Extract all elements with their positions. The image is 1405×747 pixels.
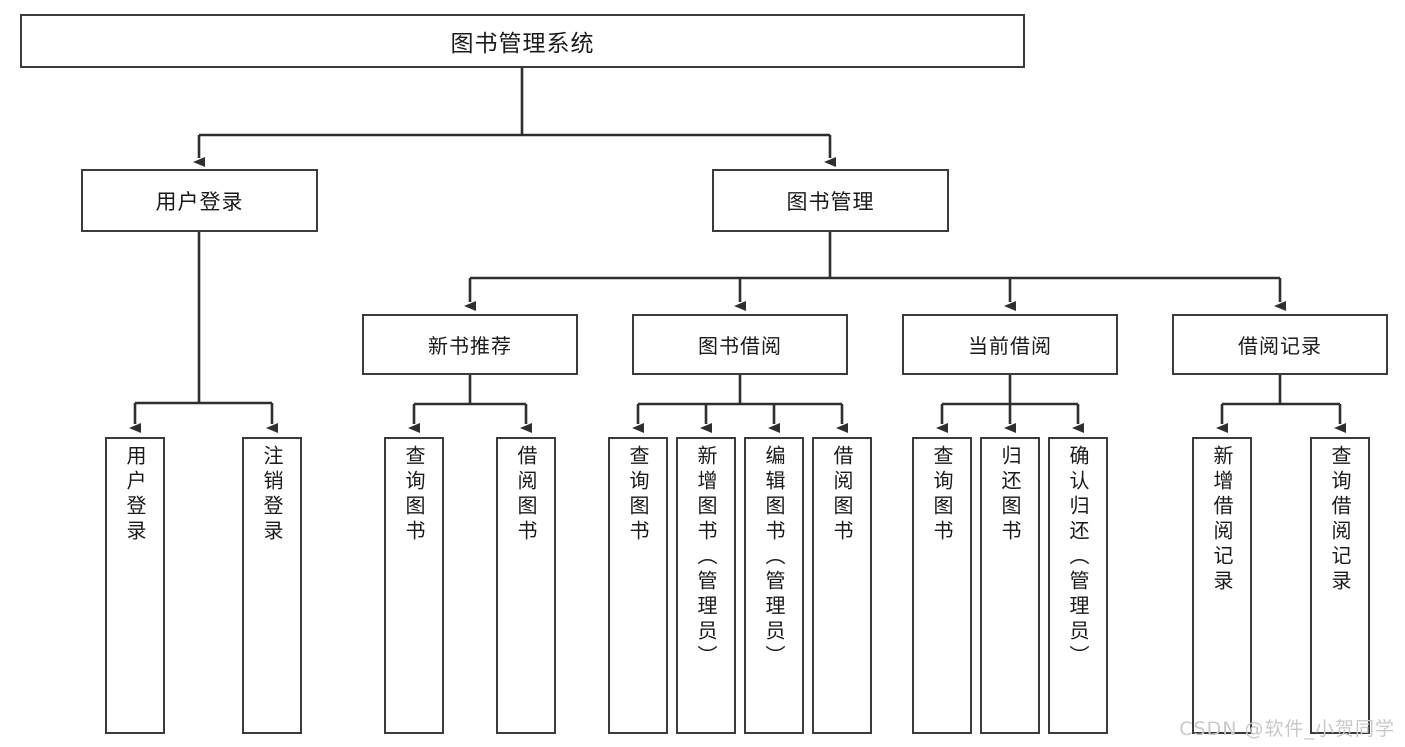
- node-book-borrow[interactable]: 图书借阅: [632, 314, 848, 375]
- node-root-system[interactable]: 图书管理系统: [20, 14, 1025, 68]
- node-label: 借阅记录: [1238, 334, 1322, 358]
- node-label: 查询图书: [626, 445, 650, 545]
- node-label: 查询借阅记录: [1328, 445, 1352, 595]
- csdn-watermark: CSDN @软件_小贺同学: [1179, 718, 1395, 740]
- node-user-login[interactable]: 用户登录: [81, 169, 318, 232]
- node-label: 当前借阅: [968, 334, 1052, 358]
- node-label: 注销登录: [260, 445, 284, 545]
- leaf-borrow-add-book-admin[interactable]: 新增图书（管理员）: [676, 437, 736, 734]
- node-label: 归还图书: [998, 445, 1022, 545]
- node-label: 图书管理: [786, 189, 875, 214]
- node-label: 用户登录: [155, 189, 244, 214]
- leaf-recommend-borrow-book[interactable]: 借阅图书: [496, 437, 556, 734]
- leaf-user-login-logout[interactable]: 注销登录: [242, 437, 302, 734]
- node-new-book-recommend[interactable]: 新书推荐: [362, 314, 578, 375]
- leaf-current-query-book[interactable]: 查询图书: [912, 437, 972, 734]
- node-label: 用户登录: [123, 445, 147, 545]
- leaf-borrow-edit-book-admin[interactable]: 编辑图书（管理员）: [744, 437, 804, 734]
- leaf-record-add-record[interactable]: 新增借阅记录: [1192, 437, 1252, 734]
- leaf-borrow-borrow-book[interactable]: 借阅图书: [812, 437, 872, 734]
- node-label: 借阅图书: [514, 445, 538, 545]
- node-current-borrow[interactable]: 当前借阅: [902, 314, 1118, 375]
- node-borrow-record[interactable]: 借阅记录: [1172, 314, 1388, 375]
- node-label: 新书推荐: [428, 334, 512, 358]
- node-label: 新增图书（管理员）: [694, 445, 718, 670]
- node-label: 图书管理系统: [450, 31, 595, 57]
- leaf-current-confirm-return-admin[interactable]: 确认归还（管理员）: [1048, 437, 1108, 734]
- leaf-user-login-login[interactable]: 用户登录: [105, 437, 165, 734]
- node-label: 新增借阅记录: [1210, 445, 1234, 595]
- leaf-borrow-query-book[interactable]: 查询图书: [608, 437, 668, 734]
- node-label: 确认归还（管理员）: [1066, 445, 1090, 670]
- node-label: 图书借阅: [698, 334, 782, 358]
- leaf-record-query-record[interactable]: 查询借阅记录: [1310, 437, 1370, 734]
- node-label: 编辑图书（管理员）: [762, 445, 786, 670]
- node-label: 借阅图书: [830, 445, 854, 545]
- node-label: 查询图书: [402, 445, 426, 545]
- node-book-management[interactable]: 图书管理: [712, 169, 949, 232]
- node-label: 查询图书: [930, 445, 954, 545]
- leaf-recommend-query-book[interactable]: 查询图书: [384, 437, 444, 734]
- leaf-current-return-book[interactable]: 归还图书: [980, 437, 1040, 734]
